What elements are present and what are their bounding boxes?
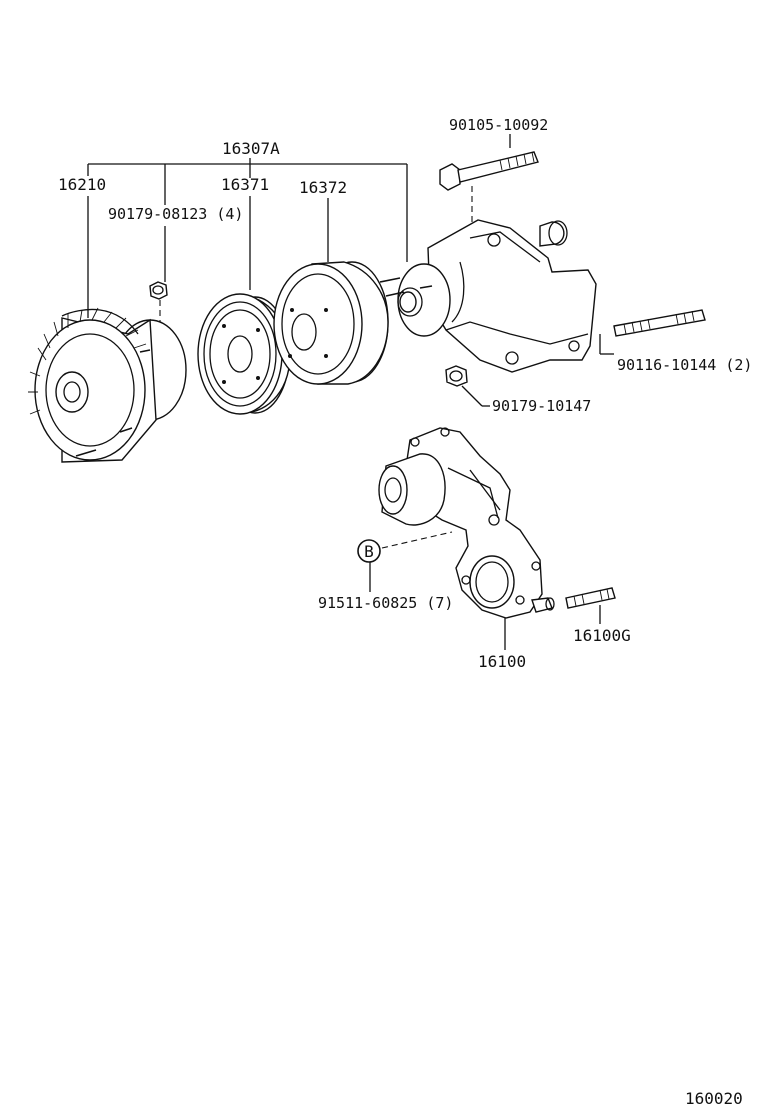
ref-b-marker: B xyxy=(357,539,381,563)
bolt-top-part xyxy=(439,151,539,191)
label-assembly: 16307A xyxy=(222,139,280,158)
pulley-2-part xyxy=(273,261,389,385)
stud-bottom-part xyxy=(565,587,616,609)
label-bolt-top: 90105-10092 xyxy=(449,116,548,134)
ref-b-letter: B xyxy=(364,542,374,561)
pump-housing-upper xyxy=(379,219,597,373)
label-pulley-1: 16371 xyxy=(221,175,269,194)
label-stud-bottom: 16100G xyxy=(573,626,631,645)
label-bolt-b: 91511-60825 (7) xyxy=(318,594,453,612)
water-pump-part xyxy=(378,427,555,619)
label-pump: 16100 xyxy=(478,652,526,671)
nut-right-part xyxy=(445,365,468,387)
label-nut-small: 90179-08123 (4) xyxy=(108,205,243,223)
leader-lines xyxy=(87,134,614,650)
label-diagram-id: 160020 xyxy=(685,1089,743,1108)
stud-right-part xyxy=(613,309,706,337)
label-pulley-2: 16372 xyxy=(299,178,347,197)
label-nut-right: 90179-10147 xyxy=(492,397,591,415)
pulley-1-part xyxy=(197,293,291,415)
nut-small-part xyxy=(149,281,168,300)
label-stud-right: 90116-10144 (2) xyxy=(617,356,752,374)
label-fan-clutch: 16210 xyxy=(58,175,106,194)
fan-clutch-part xyxy=(28,307,187,463)
